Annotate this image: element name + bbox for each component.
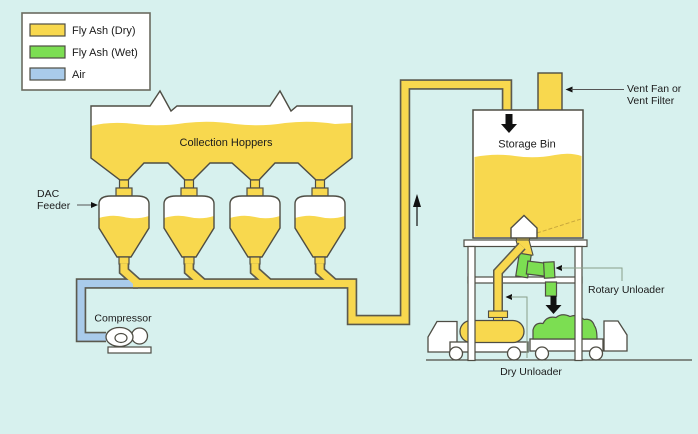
legend-swatch-air bbox=[29, 67, 66, 81]
storage-bin: Storage Bin bbox=[472, 109, 584, 247]
vent-label-line1: Vent Fan or bbox=[627, 83, 682, 95]
vent-label-line2: Vent Filter bbox=[627, 95, 675, 107]
storage-bin-ash-fill bbox=[474, 153, 582, 237]
rotary-unloader-arrow-icon bbox=[555, 265, 562, 271]
dac-feeder-label-line2: Feeder bbox=[37, 200, 71, 212]
rotary-unloader bbox=[515, 239, 562, 314]
compressor-cylinder bbox=[130, 327, 149, 345]
collection-hoppers-outline bbox=[90, 89, 353, 181]
dac-feeder-callout: DAC Feeder bbox=[37, 188, 98, 212]
rotary-body-3 bbox=[542, 261, 556, 279]
dry-unloader-arrow-icon bbox=[505, 294, 512, 300]
compressor-base bbox=[107, 346, 152, 354]
compressor-motor-hub bbox=[114, 332, 128, 344]
collection-hoppers: Collection Hoppers bbox=[90, 89, 353, 181]
vent-callout: Vent Fan or Vent Filter bbox=[565, 83, 682, 107]
feeder-elbow-2 bbox=[185, 263, 206, 287]
vent-arrow-icon bbox=[565, 86, 573, 93]
wet-truck-cab bbox=[603, 320, 628, 352]
dry-unloader-label: Dry Unloader bbox=[500, 366, 562, 378]
legend-label-air: Air bbox=[72, 69, 86, 81]
pipe-overlays bbox=[77, 80, 511, 341]
compressor-label: Compressor bbox=[94, 313, 152, 325]
frame-left-leg bbox=[467, 245, 476, 362]
legend-swatch-wet bbox=[29, 45, 66, 59]
bin-discharge-cone bbox=[510, 214, 538, 239]
legend-swatch-dry bbox=[29, 23, 66, 37]
bin-inlet-down-arrow-icon bbox=[501, 114, 517, 133]
storage-bin-label: Storage Bin bbox=[498, 139, 555, 151]
wet-truck-wheel-rear bbox=[534, 346, 550, 361]
rotary-unloader-label: Rotary Unloader bbox=[588, 284, 665, 296]
compressor: Compressor bbox=[94, 313, 152, 354]
dry-unloader-callout: Dry Unloader bbox=[500, 294, 562, 378]
flow-up-arrow-icon bbox=[413, 194, 421, 226]
collection-hoppers-label: Collection Hoppers bbox=[180, 137, 273, 149]
air-pipe bbox=[77, 279, 138, 341]
dry-unloader-flange bbox=[487, 310, 509, 319]
feeder-elbow-3 bbox=[251, 263, 272, 287]
wet-ash-truck bbox=[529, 314, 628, 361]
tanker-tank bbox=[459, 319, 525, 344]
conveying-pipe bbox=[133, 80, 511, 324]
legend-label-wet: Fly Ash (Wet) bbox=[72, 47, 138, 59]
tanker-wheel-rear bbox=[506, 346, 522, 361]
legend-label-dry: Fly Ash (Dry) bbox=[72, 25, 136, 37]
rotary-chute bbox=[544, 281, 558, 297]
dac-feeder-arrow-icon bbox=[91, 202, 98, 208]
frame-right-leg bbox=[574, 245, 583, 362]
collection-hoppers-ash-fill bbox=[91, 121, 352, 180]
ash-slope-line bbox=[536, 218, 582, 234]
wet-discharge-down-arrow-icon bbox=[545, 296, 562, 314]
wet-truck-wheel-front bbox=[588, 346, 604, 361]
feeder-elbow-1 bbox=[120, 263, 141, 287]
feeder-elbow-4 bbox=[316, 263, 337, 287]
rotary-unloader-callout: Rotary Unloader bbox=[555, 265, 665, 296]
dac-feeder-label-line1: DAC bbox=[37, 188, 60, 200]
legend: Fly Ash (Dry) Fly Ash (Wet) Air bbox=[21, 12, 151, 91]
vent-stack bbox=[537, 72, 563, 112]
tanker-wheel-front bbox=[448, 346, 464, 361]
dry-tanker-truck bbox=[427, 319, 529, 361]
